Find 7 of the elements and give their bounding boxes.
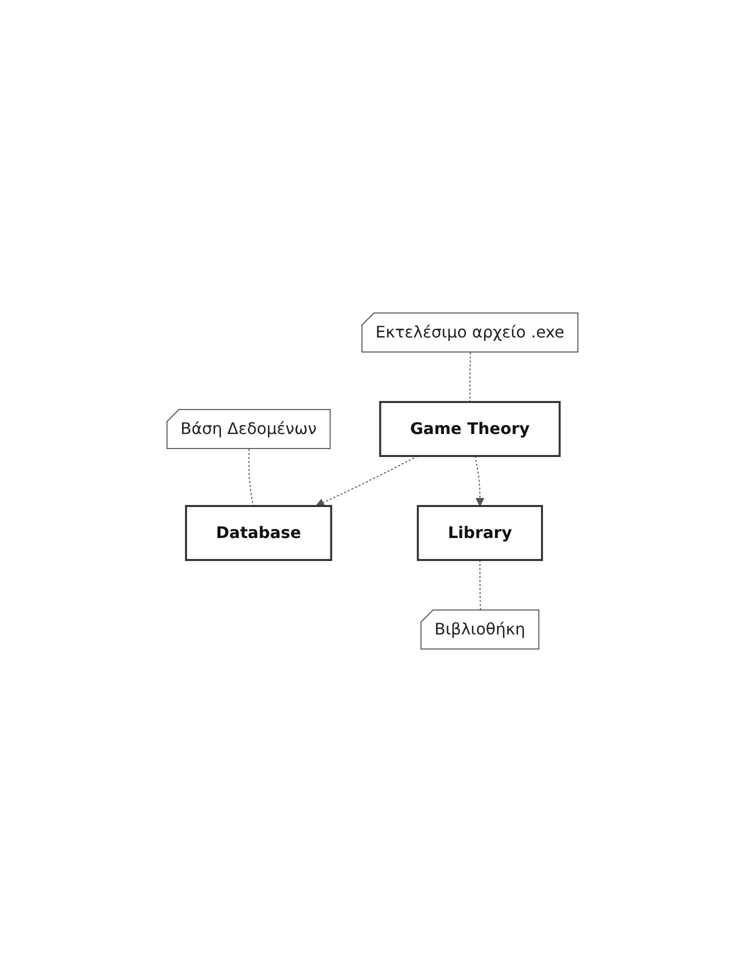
node-box: Game Theory bbox=[379, 401, 561, 457]
node-box: Database bbox=[185, 505, 332, 561]
arrow bbox=[474, 456, 484, 506]
node-box: Library bbox=[416, 505, 544, 561]
connector bbox=[469, 352, 471, 402]
connector bbox=[248, 448, 254, 506]
connector bbox=[479, 560, 481, 611]
